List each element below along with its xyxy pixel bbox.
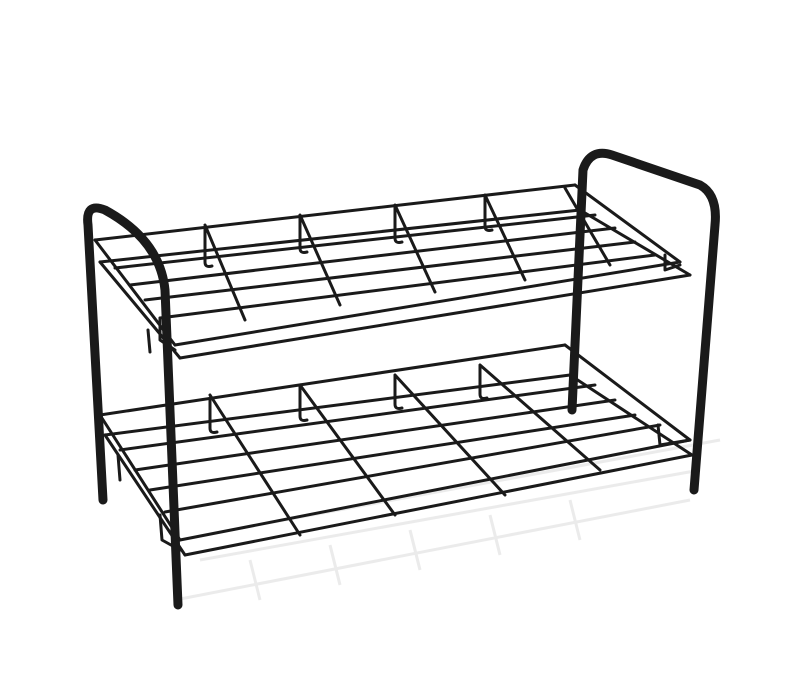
upper-shelf: [93, 183, 692, 360]
floor-shadow: [174, 438, 721, 602]
lower-shelf: [98, 343, 694, 557]
right-frame: [567, 148, 720, 495]
left-frame: [83, 203, 183, 610]
